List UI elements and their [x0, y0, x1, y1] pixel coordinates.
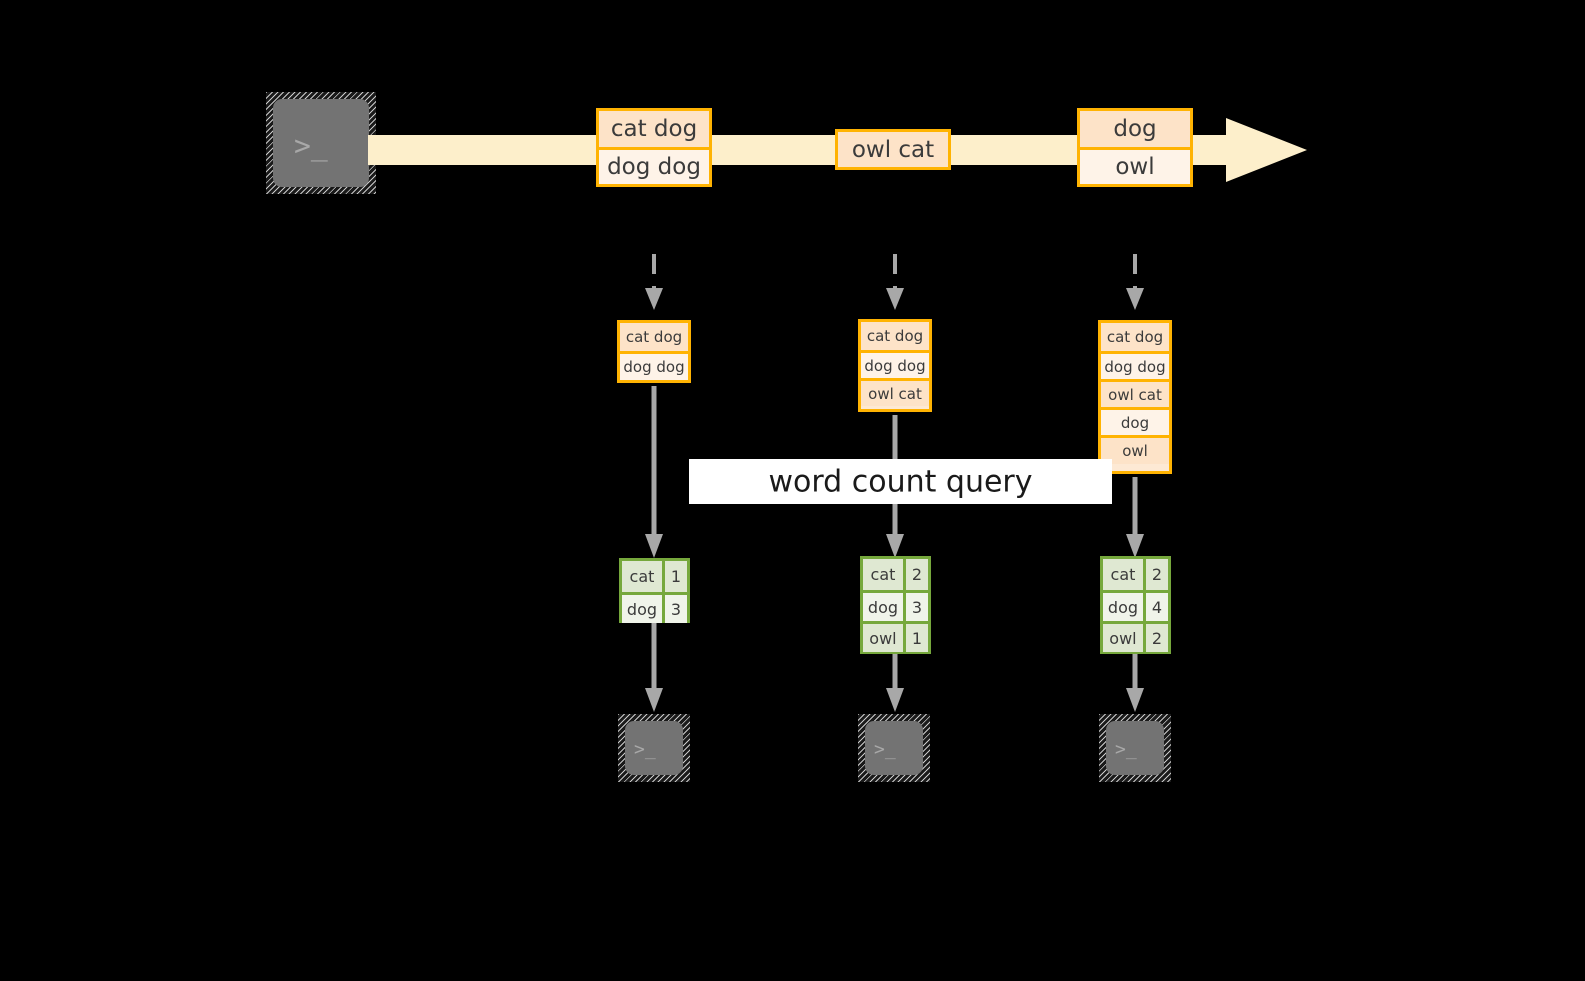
- query-connector-3: [1125, 477, 1145, 562]
- sink-terminal-icon-2: >_: [858, 714, 930, 782]
- result-word: cat: [863, 559, 903, 590]
- terminal-screen: [1106, 721, 1164, 775]
- terminal-prompt-glyph: >_: [1115, 739, 1137, 760]
- result-count: 3: [902, 593, 928, 621]
- sink-connector-3: [1125, 650, 1145, 716]
- terminal-screen: [865, 721, 923, 775]
- result-table-row: dog 3: [622, 592, 687, 623]
- input-table-row: cat dog: [861, 322, 929, 350]
- source-terminal-icon: >_: [266, 92, 376, 194]
- sink-connector-2: [885, 650, 905, 716]
- result-count: 1: [661, 561, 687, 592]
- result-table-1: cat 1 dog 3: [619, 558, 690, 623]
- stream-batch-line: dog: [1080, 111, 1190, 147]
- result-table-row: owl 1: [863, 621, 928, 652]
- result-word: owl: [863, 624, 903, 652]
- dashed-connector-3: [1124, 254, 1146, 316]
- terminal-screen: [273, 99, 369, 187]
- input-table-row: owl: [1101, 435, 1169, 464]
- stream-batch-3: dog owl: [1077, 108, 1193, 187]
- result-count: 2: [1142, 624, 1168, 652]
- sink-terminal-icon-1: >_: [618, 714, 690, 782]
- input-table-3: cat dog dog dog owl cat dog owl: [1098, 320, 1172, 474]
- result-table-row: owl 2: [1103, 621, 1168, 652]
- result-table-row: dog 4: [1103, 590, 1168, 621]
- result-word: dog: [863, 593, 903, 621]
- result-count: 2: [1142, 559, 1168, 590]
- stream-batch-1: cat dog dog dog: [596, 108, 712, 187]
- terminal-prompt-glyph: >_: [294, 129, 328, 162]
- sink-connector-1: [644, 622, 664, 716]
- input-table-row: cat dog: [620, 323, 688, 351]
- result-word: owl: [1103, 624, 1143, 652]
- input-table-1: cat dog dog dog: [617, 320, 691, 383]
- query-connector-1: [644, 386, 664, 562]
- stream-batch-line: owl cat: [838, 132, 948, 167]
- dashed-connector-2: [884, 254, 906, 316]
- dashed-connector-1: [643, 254, 665, 316]
- input-table-row: cat dog: [1101, 323, 1169, 351]
- stream-batch-line: owl: [1080, 147, 1190, 184]
- result-count: 4: [1142, 593, 1168, 621]
- stream-batch-2: owl cat: [835, 129, 951, 170]
- input-table-row: dog dog: [620, 351, 688, 380]
- result-table-row: cat 2: [1103, 559, 1168, 590]
- stream-batch-line: dog dog: [599, 147, 709, 184]
- result-word: cat: [622, 561, 662, 592]
- input-table-row: owl cat: [1101, 379, 1169, 407]
- query-label-band: word count query: [689, 459, 1112, 504]
- input-table-row: dog: [1101, 407, 1169, 435]
- terminal-screen: [625, 721, 683, 775]
- stream-batch-line: cat dog: [599, 111, 709, 147]
- result-count: 2: [902, 559, 928, 590]
- result-table-row: cat 2: [863, 559, 928, 590]
- result-table-row: cat 1: [622, 561, 687, 592]
- terminal-prompt-glyph: >_: [634, 739, 656, 760]
- result-word: cat: [1103, 559, 1143, 590]
- input-table-row: owl cat: [861, 378, 929, 406]
- result-table-row: dog 3: [863, 590, 928, 621]
- input-table-2: cat dog dog dog owl cat: [858, 319, 932, 412]
- result-word: dog: [1103, 593, 1143, 621]
- result-table-3: cat 2 dog 4 owl 2: [1100, 556, 1171, 654]
- sink-terminal-icon-3: >_: [1099, 714, 1171, 782]
- query-label-text: word count query: [768, 464, 1033, 499]
- result-count: 3: [661, 595, 687, 623]
- input-table-row: dog dog: [1101, 351, 1169, 379]
- input-table-row: dog dog: [861, 350, 929, 378]
- terminal-prompt-glyph: >_: [874, 739, 896, 760]
- result-table-2: cat 2 dog 3 owl 1: [860, 556, 931, 654]
- result-word: dog: [622, 595, 662, 623]
- result-count: 1: [902, 624, 928, 652]
